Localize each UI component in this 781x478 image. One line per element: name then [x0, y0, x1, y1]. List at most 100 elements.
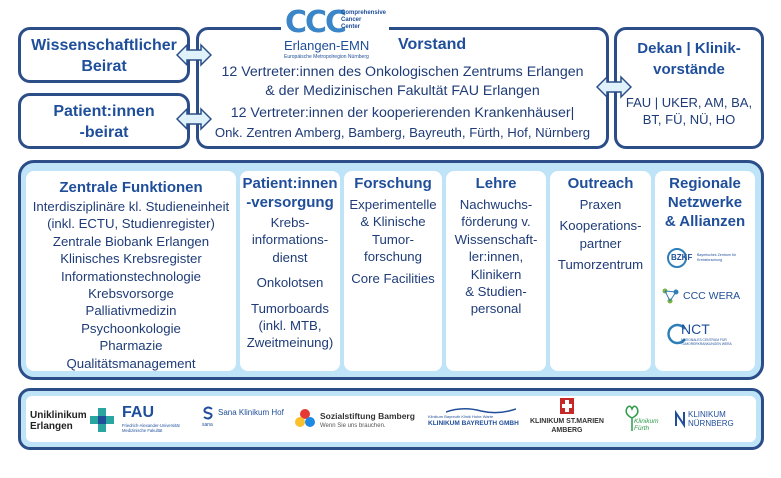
uniklinikum-erlangen-logo: Uniklinikum Erlangen	[30, 410, 87, 432]
ccc-erlangen-emn-logo: CCC Comprehensive Cancer Center Erlangen…	[281, 6, 389, 62]
fau-logo-text: FAU	[122, 404, 154, 421]
nuernberg-line1: KLINIKUM	[688, 410, 726, 419]
forschung-line: forschung	[364, 249, 422, 265]
outreach-line: Tumorzentrum	[557, 257, 644, 273]
column-regionale-netzwerke: Regionale Netzwerke & Allianzen BZKF Bay…	[655, 171, 755, 371]
ccc-wera-logo: CCC WERA	[661, 287, 751, 307]
patient-title-line1: Patient:innen	[242, 175, 338, 192]
fau-sub: Friedrich-Alexander-Universität Medizini…	[122, 423, 180, 433]
outreach-line: Kooperations-	[559, 218, 642, 234]
zentrale-line: (inkl. ECTU, Studienregister)	[47, 216, 215, 232]
zentrale-line: Zentrale Biobank Erlangen	[52, 233, 210, 249]
zentrale-line: Interdisziplinäre kl. Studieneinheit	[32, 199, 230, 214]
uniklinikum-line2: Erlangen	[30, 421, 73, 432]
fuerth-clover-icon	[625, 405, 639, 431]
amberg-line1: KLINIKUM ST.MARIEN	[530, 418, 604, 425]
outreach-line: partner	[579, 235, 622, 251]
double-arrow-icon	[176, 107, 212, 131]
patient-beirat-line2: -beirat	[79, 124, 129, 141]
double-arrow-icon	[596, 75, 632, 99]
beirat-line1: Wissenschaftlicher	[31, 37, 177, 54]
vorstand-line1-text: 12 Vertreter:innen des Onkologischen Zen…	[221, 64, 584, 80]
dekan-title-line1: Dekan | Klinik-	[637, 40, 741, 57]
ccc-wera-network-icon	[662, 288, 679, 304]
medical-cross-icon	[90, 408, 114, 432]
dekan-title-line2: vorstände	[653, 61, 725, 78]
vorstand-box: Vorstand 12 Vertreter:innen des Onkologi…	[196, 27, 609, 149]
forschung-line: & Klinische	[360, 214, 426, 230]
forschung-line: Experimentelle	[349, 197, 437, 212]
regionale-title-line2: Netzwerke	[667, 194, 743, 211]
patient-line: Onkolotsen	[256, 275, 324, 291]
patient-line: informations-	[251, 232, 329, 248]
zentrale-title: Zentrale Funktionen	[59, 179, 203, 196]
amberg-line2: AMBERG	[551, 427, 583, 434]
nuernberg-line2: NÜRNBERG	[688, 419, 734, 428]
zentrale-line: Krebsvorsorge	[88, 286, 174, 302]
column-zentrale-funktionen: Zentrale Funktionen Interdisziplinäre kl…	[26, 171, 236, 371]
logo-emn: Erlangen-EMN	[284, 38, 370, 53]
dekan-line1: FAU | UKER, AM, BA,	[625, 95, 753, 110]
sana-klinikum-hof-logo: Sana Klinikum Hof	[218, 408, 284, 417]
klinikum-nuernberg-logo: KLINIKUM NÜRNBERG	[688, 410, 734, 428]
patient-spacer	[240, 292, 340, 300]
klinikum-st-marien-amberg-logo: KLINIKUM ST.MARIEN AMBERG	[530, 417, 604, 435]
regionale-title-line1: Regionale	[669, 175, 741, 192]
sozialstiftung-bamberg-logo: Sozialstiftung Bamberg	[320, 411, 415, 421]
column-outreach: Outreach Praxen Kooperations- partner Tu…	[550, 171, 651, 371]
zentrale-line: Palliativmedizin	[85, 303, 177, 319]
zentrale-line: Pharmazie	[99, 338, 163, 354]
sana-small-label: sana	[202, 422, 213, 428]
fau-sub-line2: Medizinische Fakultät	[122, 428, 163, 433]
patient-line: Krebs-	[270, 215, 310, 230]
wissenschaftlicher-beirat-box: Wissenschaftlicher Beirat	[18, 27, 190, 83]
forschung-title: Forschung	[354, 175, 432, 192]
patient-line: dienst	[272, 249, 308, 265]
bzkf-logo: BZKF Bayerisches Zentrum für Krebsforsch…	[667, 248, 755, 270]
sozialstiftung-flower-icon	[295, 409, 315, 427]
bzkf-circle-icon	[667, 248, 687, 268]
amberg-cross-icon	[560, 398, 574, 414]
beirat-line2: Beirat	[81, 58, 127, 75]
logo-emn-sub: Europäische Metropolregion Nürnberg	[284, 54, 369, 60]
nct-logo: NCT NATIONALES CENTRUM FÜR TUMORERKRANKU…	[667, 321, 747, 361]
vorstand-title: Vorstand	[398, 36, 467, 53]
patient-spacer	[240, 266, 340, 274]
lehre-line: personal	[470, 301, 522, 317]
zentrale-line: Qualitätsmanagement	[66, 355, 196, 371]
column-lehre: Lehre Nachwuchs- förderung v. Wissenscha…	[446, 171, 546, 371]
zentrale-line: Klinisches Krebsregister	[60, 251, 202, 267]
outreach-line: Praxen	[579, 197, 622, 212]
fuerth-line2: Fürth	[634, 425, 650, 432]
bayreuth-top: Klinikum Bayreuth Klinik Hohe Warte	[428, 414, 494, 419]
forschung-line: Core Facilities	[351, 270, 435, 286]
lehre-line: förderung v.	[461, 214, 531, 230]
lehre-line: ler:innen,	[468, 249, 524, 265]
uniklinikum-line1: Uniklinikum	[30, 410, 87, 421]
patient-line: (inkl. MTB,	[258, 318, 322, 334]
regionale-title-line3: & Allianzen	[664, 213, 746, 230]
nct-arc-icon	[667, 323, 687, 345]
lehre-line: Klinikern	[470, 266, 522, 282]
sana-s-icon	[203, 406, 213, 420]
bayreuth-wave-icon	[446, 408, 516, 414]
ccc-sub-3: Center	[341, 24, 361, 30]
lehre-line: Nachwuchs-	[459, 197, 533, 212]
nct-label: NCT	[681, 321, 710, 337]
bzkf-sub: Bayerisches Zentrum für Krebsforschung	[697, 253, 737, 262]
outreach-title: Outreach	[567, 175, 634, 192]
lehre-line: Wissenschaft-	[454, 231, 538, 247]
ccc-wera-label: CCC WERA	[683, 290, 741, 302]
fau-sub-line1: Friedrich-Alexander-Universität	[122, 423, 180, 428]
vorstand-line1: 12 Vertreter:innen des Onkologischen Zen…	[199, 63, 606, 82]
double-arrow-icon	[176, 43, 212, 67]
lehre-line: & Studien-	[465, 284, 527, 300]
dekan-box: Dekan | Klinik- vorstände FAU | UKER, AM…	[614, 27, 764, 149]
zentrale-line: Psychoonkologie	[81, 320, 181, 336]
sozialstiftung-sub: Wenn Sie uns brauchen.	[320, 423, 386, 429]
nuernberg-n-icon	[675, 410, 685, 428]
patient-beirat-box: Patient:innen -beirat	[18, 93, 190, 149]
bzkf-label: BZKF	[671, 253, 693, 262]
nct-sub: NATIONALES CENTRUM FÜR TUMORERKRANKUNGEN…	[681, 338, 732, 346]
fuerth-line1: Klinikum	[634, 418, 659, 425]
